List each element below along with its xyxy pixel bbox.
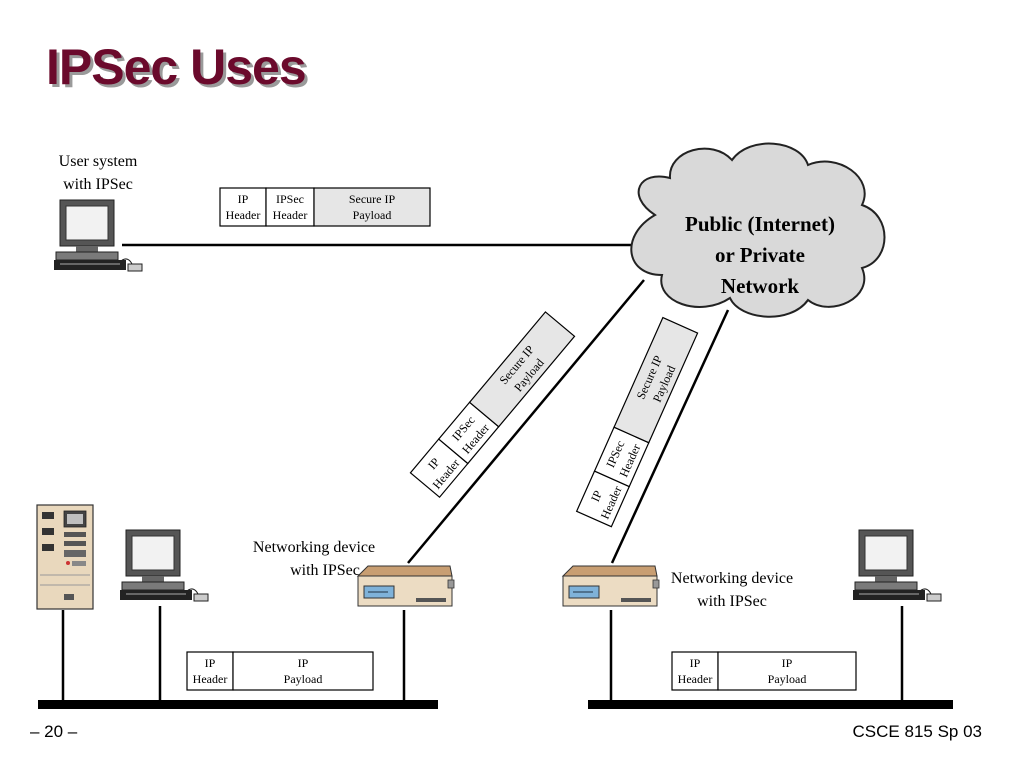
plain-packet-left: IP Header IP Payload — [186, 651, 374, 691]
left-lan-bus — [38, 700, 438, 709]
packet-ip-label: IP — [205, 656, 216, 670]
netdev-left-label-line1: Networking device — [253, 539, 375, 556]
packet-payload-label: IP — [298, 656, 309, 670]
right-lan-bus — [588, 700, 953, 709]
user-system-label-line2: with IPSec — [63, 176, 133, 193]
cloud-label-line2: or Private — [715, 243, 805, 267]
slide-title: IPSec Uses — [46, 39, 307, 95]
network-cloud: Public (Internet) or Private Network — [630, 142, 886, 318]
packet-payload-sub-label: Payload — [284, 672, 323, 686]
remote-computer-icon — [852, 529, 942, 602]
netdev-right-label-line2: with IPSec — [697, 593, 767, 610]
packet-ip-label: IP — [690, 656, 701, 670]
slide-course-footer: CSCE 815 Sp 03 — [852, 722, 982, 741]
netdev-left-label-line2: with IPSec — [290, 562, 360, 579]
right-tunnel-line — [610, 309, 730, 564]
secure-packet-left: IP Header IPSec Header Secure IP Payload — [409, 311, 576, 499]
slide-page-number: – 20 – — [30, 722, 78, 741]
packet-payload-sub-label: Payload — [768, 672, 807, 686]
left-tunnel-line — [407, 279, 645, 564]
packet-payload-label: Secure IP — [349, 192, 396, 206]
plain-packet-right: IP Header IP Payload — [671, 651, 857, 691]
packet-header-label: Header — [226, 208, 261, 222]
packet-header-label: Header — [678, 672, 713, 686]
secure-packet-top: IP Header IPSec Header Secure IP Payload — [219, 187, 431, 227]
networking-device-right-icon — [562, 565, 660, 607]
netdev-right-label-line1: Networking device — [671, 570, 793, 587]
networking-device-left-icon — [357, 565, 455, 607]
packet-ip-label: IP — [238, 192, 249, 206]
packet-ipsec-label: IPSec — [276, 192, 304, 206]
packet-payload-sub-label: Payload — [353, 208, 392, 222]
user-computer-icon — [53, 199, 143, 272]
lan-computer-icon — [119, 529, 209, 602]
cloud-label-line3: Network — [721, 274, 799, 298]
packet-payload-label: IP — [782, 656, 793, 670]
packet-ipsec-header-label: Header — [273, 208, 308, 222]
cloud-label-line1: Public (Internet) — [685, 212, 835, 236]
server-icon — [36, 504, 94, 610]
user-system-label-line1: User system — [59, 153, 138, 170]
secure-packet-right: IP Header IPSec Header Secure IP Payload — [575, 316, 699, 528]
packet-header-label: Header — [193, 672, 228, 686]
